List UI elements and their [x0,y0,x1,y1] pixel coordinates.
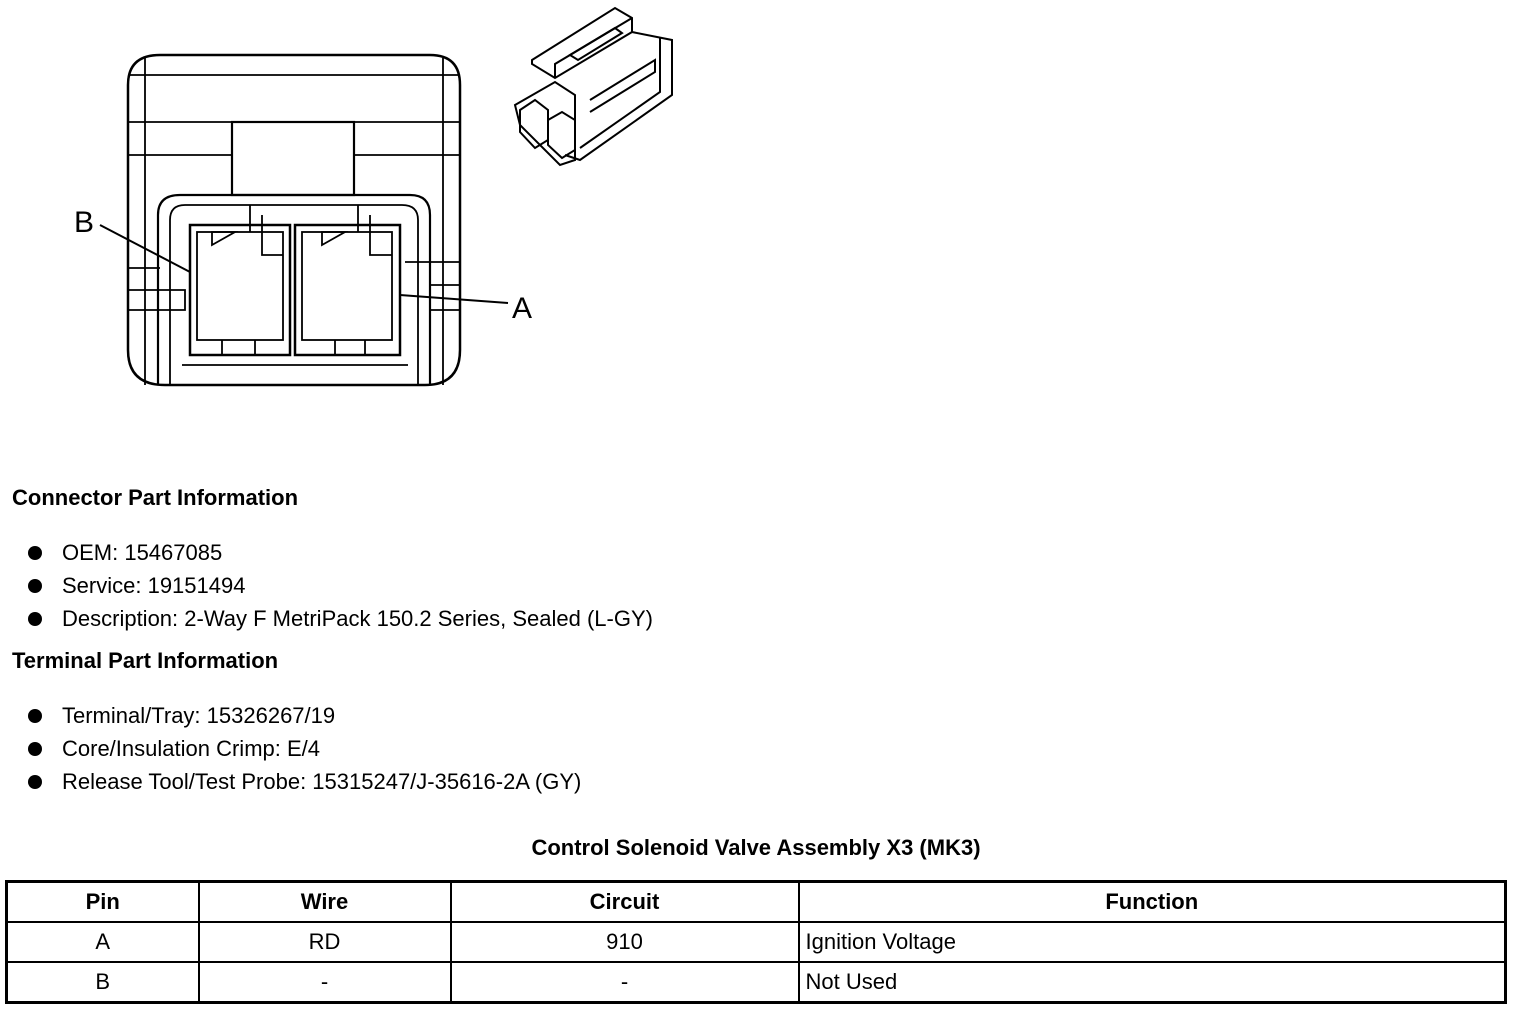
column-header-circuit: Circuit [449,880,800,923]
column-header-wire: Wire [197,880,452,923]
connector-part-info-heading: Connector Part Information [12,485,299,510]
cell-wire: - [197,961,452,1004]
leader-line-a [399,294,509,304]
table-header-row: Pin Wire Circuit Function [5,880,1507,923]
list-item: Terminal/Tray: 15326267/19 [28,699,581,732]
cell-function: Not Used [797,961,1507,1004]
list-item: Core/Insulation Crimp: E/4 [28,732,581,765]
cavity-b [188,223,292,357]
column-header-pin: Pin [5,880,200,923]
bullet-icon [28,708,42,723]
bullet-icon [28,545,42,560]
table-title: Control Solenoid Valve Assembly X3 (MK3) [531,835,981,860]
cell-pin: B [5,961,200,1004]
table-row: A RD 910 Ignition Voltage [5,921,1507,963]
cell-circuit: 910 [449,921,800,963]
bullet-icon [28,611,42,626]
cell-pin: A [5,921,200,963]
terminal-part-info-heading: Terminal Part Information [12,648,279,673]
cell-circuit: - [449,961,800,1004]
pinout-table: Pin Wire Circuit Function A RD 910 Ignit… [5,880,1507,1004]
connector-face-diagram: B A [74,6,673,387]
bullet-icon [28,774,42,789]
list-item: Release Tool/Test Probe: 15315247/J-3561… [28,765,581,798]
list-item: Description: 2-Way F MetriPack 150.2 Ser… [28,602,653,635]
pin-label-b: B [74,206,94,239]
pin-label-a: A [512,292,532,325]
cavity-a [293,223,402,357]
terminal-part-info-list: Terminal/Tray: 15326267/19 Core/Insulati… [28,699,581,798]
leader-line-b [99,224,191,273]
column-header-function: Function [797,880,1507,923]
bullet-icon [28,741,42,756]
cell-function: Ignition Voltage [797,921,1507,963]
list-item: OEM: 15467085 [28,536,653,569]
table-row: B - - Not Used [5,961,1507,1004]
connector-3d-icon [513,6,673,167]
latch-block [230,120,356,197]
list-item: Service: 19151494 [28,569,653,602]
connector-part-info-list: OEM: 15467085 Service: 19151494 Descript… [28,536,653,635]
bullet-icon [28,578,42,593]
cell-wire: RD [197,921,452,963]
